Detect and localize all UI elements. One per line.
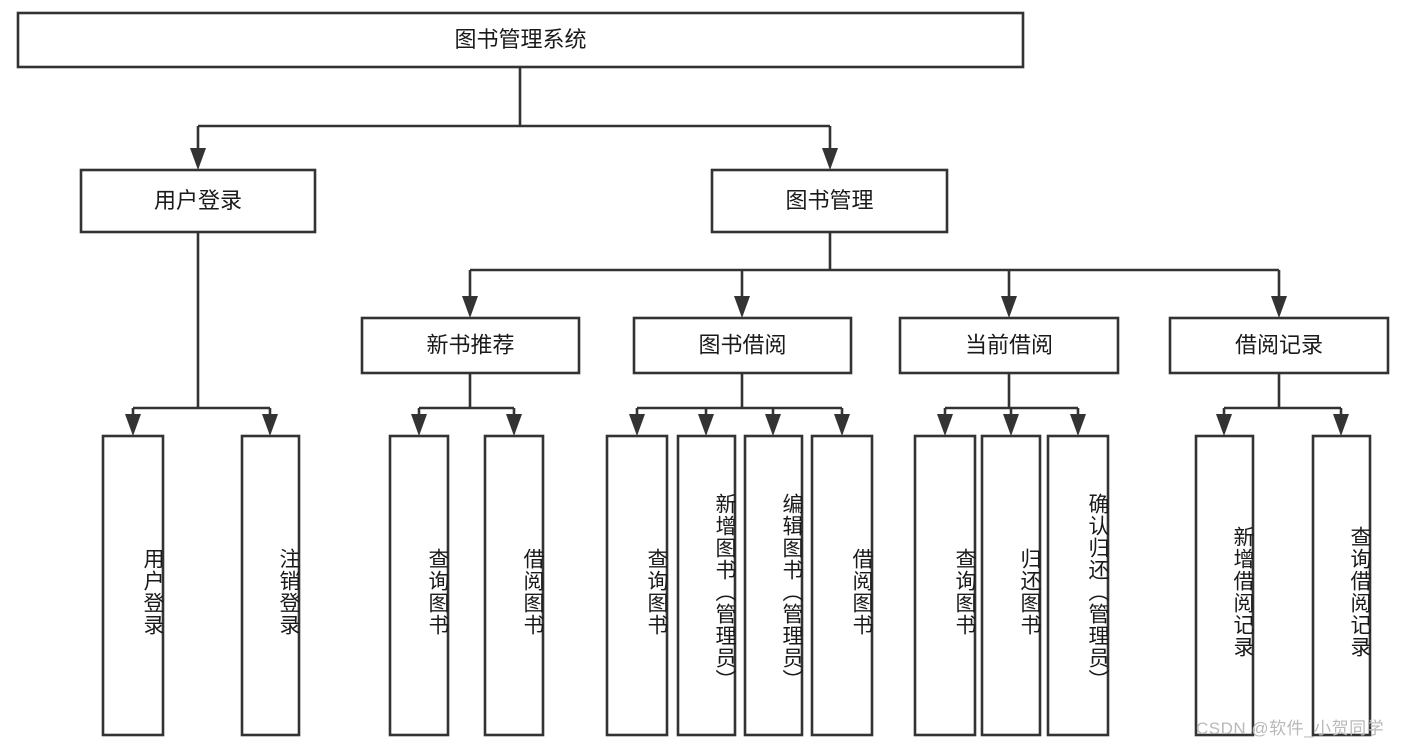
node-level3-box-0[interactable] <box>360 316 581 375</box>
arrow-head-icon <box>629 414 645 436</box>
node-level3-label-3: 借阅记录 <box>1235 332 1323 357</box>
node-leaf-box-9[interactable] <box>980 434 1042 737</box>
connector-layer <box>125 67 1349 436</box>
arrow-head-icon <box>1333 414 1349 436</box>
node-root-box[interactable] <box>16 11 1025 69</box>
arrow-head-icon <box>1003 414 1019 436</box>
box-layer <box>16 11 1390 737</box>
arrow-head-icon <box>125 414 141 436</box>
node-level3-box-2[interactable] <box>898 316 1120 375</box>
node-leaf-box-1[interactable] <box>240 434 301 737</box>
arrow-head-icon <box>1001 296 1017 318</box>
node-level2-label-0: 用户登录 <box>154 188 242 213</box>
arrow-head-icon <box>834 414 850 436</box>
arrow-head-icon <box>734 296 750 318</box>
node-leaf-box-7[interactable] <box>810 434 874 737</box>
arrow-head-icon <box>262 414 278 436</box>
node-level2-box-1[interactable] <box>710 168 949 234</box>
node-root-label: 图书管理系统 <box>454 27 586 52</box>
node-level3-box-1[interactable] <box>632 316 853 375</box>
node-leaf-box-4[interactable] <box>605 434 669 737</box>
node-level3-label-0: 新书推荐 <box>426 332 514 357</box>
arrow-head-icon <box>1070 414 1086 436</box>
node-leaf-box-10[interactable] <box>1046 434 1110 737</box>
arrow-head-icon <box>1271 296 1287 318</box>
arrow-head-icon <box>506 414 522 436</box>
arrow-head-icon <box>698 414 714 436</box>
node-level3-box-3[interactable] <box>1168 316 1390 375</box>
arrow-head-icon <box>937 414 953 436</box>
arrow-head-icon <box>190 148 206 170</box>
watermark-text: CSDN @软件_小贺同学 <box>1196 719 1385 738</box>
node-level2-box-0[interactable] <box>79 168 317 234</box>
arrow-head-icon <box>411 414 427 436</box>
node-level3-label-1: 图书借阅 <box>698 332 786 357</box>
node-leaf-box-12[interactable] <box>1311 434 1372 737</box>
node-leaf-box-11[interactable] <box>1194 434 1255 737</box>
node-leaf-box-8[interactable] <box>913 434 977 737</box>
arrow-head-icon <box>822 148 838 170</box>
arrow-head-icon <box>765 414 781 436</box>
node-leaf-box-5[interactable] <box>676 434 737 737</box>
node-leaf-box-3[interactable] <box>483 434 545 737</box>
node-leaf-box-0[interactable] <box>101 434 165 737</box>
node-leaf-box-6[interactable] <box>743 434 804 737</box>
arrow-head-icon <box>1216 414 1232 436</box>
arrow-head-icon <box>462 296 478 318</box>
node-leaf-box-2[interactable] <box>388 434 450 737</box>
node-level3-label-2: 当前借阅 <box>965 332 1053 357</box>
node-level2-label-1: 图书管理 <box>785 188 873 213</box>
